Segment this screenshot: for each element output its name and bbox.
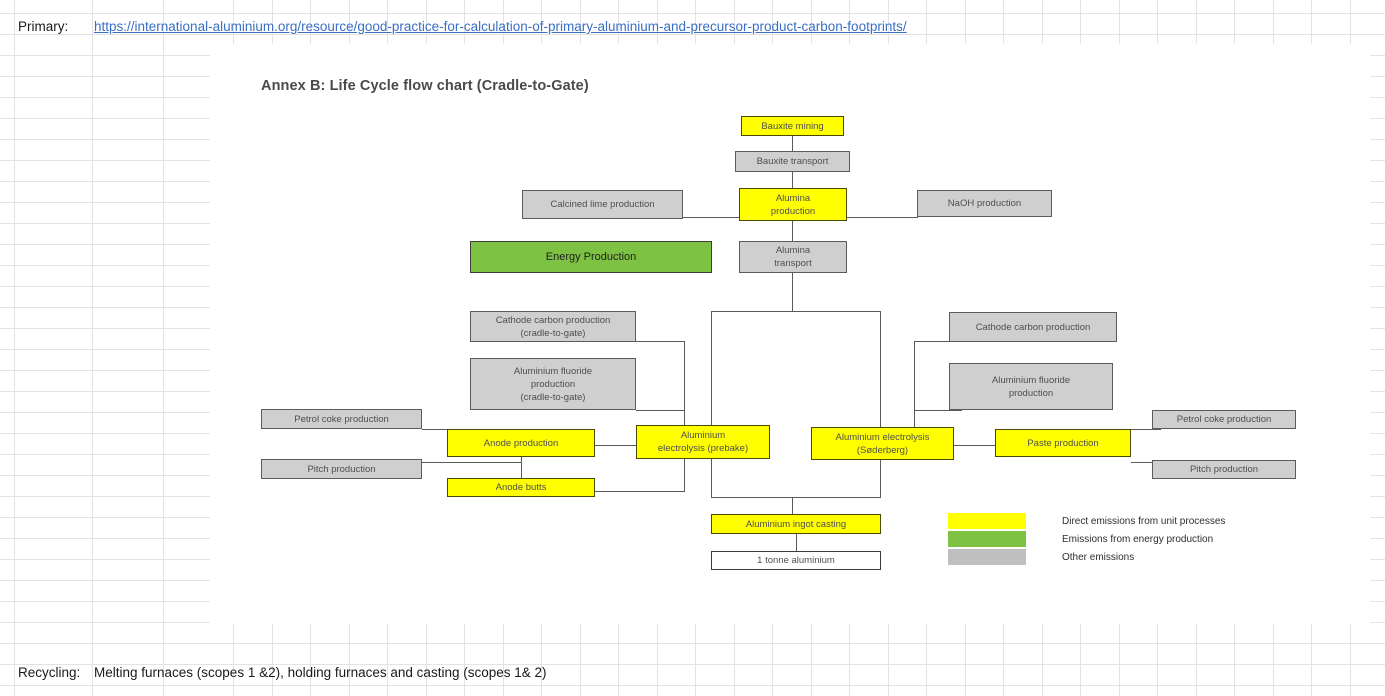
connector-left-feeder-vertical xyxy=(684,341,685,491)
legend-swatch-energy-emissions xyxy=(948,531,1026,547)
grid-row-line-1 xyxy=(0,34,1385,35)
legend-label-energy-emissions: Emissions from energy production xyxy=(1062,534,1214,545)
connector-fluoride-ctg-to-feeder xyxy=(636,410,685,411)
connector-transport-to-alumina xyxy=(792,172,793,189)
connector-split-to-ingot xyxy=(792,498,793,523)
connector-petrol-coke-right-to-paste xyxy=(1131,429,1161,430)
recycling-row-value: Melting furnaces (scopes 1 &2), holding … xyxy=(94,665,547,680)
connector-cathode-ctg-to-feeder xyxy=(636,341,685,342)
connector-alumina-to-alumina-transport xyxy=(792,219,793,241)
grid-row-line-30 xyxy=(0,643,1385,644)
connector-anode-to-prebake xyxy=(595,445,640,446)
flowchart-title: Annex B: Life Cycle flow chart (Cradle-t… xyxy=(261,78,589,94)
node-naoh-production[interactable]: NaOH production xyxy=(917,190,1052,217)
connector-anode-butts-to-feeder xyxy=(595,491,685,492)
node-aluminium-fluoride-production-cradle-to-gate[interactable]: Aluminium fluoride production (cradle-to… xyxy=(470,358,636,410)
connector-ingot-to-output xyxy=(796,534,797,551)
grid-column-line-1 xyxy=(92,0,93,696)
node-energy-production[interactable]: Energy Production xyxy=(470,241,712,273)
connector-right-feeder-vertical xyxy=(914,341,915,446)
node-pitch-production-left[interactable]: Pitch production xyxy=(261,459,422,479)
node-cathode-carbon-production-cradle-to-gate[interactable]: Cathode carbon production (cradle-to-gat… xyxy=(470,311,636,342)
node-bauxite-transport[interactable]: Bauxite transport xyxy=(735,151,850,172)
recycling-row-label: Recycling: xyxy=(18,665,81,680)
node-aluminium-fluoride-production[interactable]: Aluminium fluoride production xyxy=(949,363,1113,410)
grid-column-line-0 xyxy=(14,0,15,696)
node-aluminium-electrolysis-prebake[interactable]: Aluminium electrolysis (prebake) xyxy=(636,425,770,459)
node-calcined-lime-production[interactable]: Calcined lime production xyxy=(522,190,683,219)
grid-row-line-32 xyxy=(0,685,1385,686)
grid-column-line-2 xyxy=(163,0,164,696)
node-pitch-production-right[interactable]: Pitch production xyxy=(1152,460,1296,479)
node-anode-butts[interactable]: Anode butts xyxy=(447,478,595,497)
legend-label-other-emissions: Other emissions xyxy=(1062,552,1135,563)
primary-row-label: Primary: xyxy=(18,19,69,34)
node-aluminium-electrolysis-soderberg[interactable]: Aluminium electrolysis (Søderberg) xyxy=(811,427,954,460)
connector-alumina-transport-down xyxy=(792,273,793,311)
legend-swatch-other-emissions xyxy=(948,549,1026,565)
connector-cathode-to-feeder xyxy=(914,341,962,342)
node-cathode-carbon-production[interactable]: Cathode carbon production xyxy=(949,312,1117,342)
connector-pitch-left-to-anode xyxy=(422,462,522,463)
node-one-tonne-aluminium[interactable]: 1 tonne aluminium xyxy=(711,551,881,570)
node-anode-production[interactable]: Anode production xyxy=(447,429,595,457)
legend-label-direct-emissions: Direct emissions from unit processes xyxy=(1062,516,1226,527)
node-alumina-transport[interactable]: Alumina transport xyxy=(739,241,847,273)
node-aluminium-ingot-casting[interactable]: Aluminium ingot casting xyxy=(711,514,881,534)
connector-fluoride-to-feeder xyxy=(914,410,962,411)
grid-row-line-31 xyxy=(0,664,1385,665)
connector-mining-to-transport xyxy=(792,136,793,161)
connector-alumina-to-naoh xyxy=(792,217,918,218)
node-paste-production[interactable]: Paste production xyxy=(995,429,1131,457)
connector-lime-to-alumina xyxy=(683,217,793,218)
connector-pitch-right-to-paste xyxy=(1131,462,1161,463)
grid-row-line-0 xyxy=(0,13,1385,14)
primary-source-link[interactable]: https://international-aluminium.org/reso… xyxy=(94,19,907,34)
node-bauxite-mining[interactable]: Bauxite mining xyxy=(741,116,844,136)
connector-electrolysis-split-box xyxy=(711,311,881,498)
connector-anode-to-butts xyxy=(521,457,522,492)
node-alumina-production[interactable]: Alumina production xyxy=(739,188,847,221)
node-petrol-coke-production-right[interactable]: Petrol coke production xyxy=(1152,410,1296,429)
legend-swatch-direct-emissions xyxy=(948,513,1026,529)
node-petrol-coke-production-left[interactable]: Petrol coke production xyxy=(261,409,422,429)
